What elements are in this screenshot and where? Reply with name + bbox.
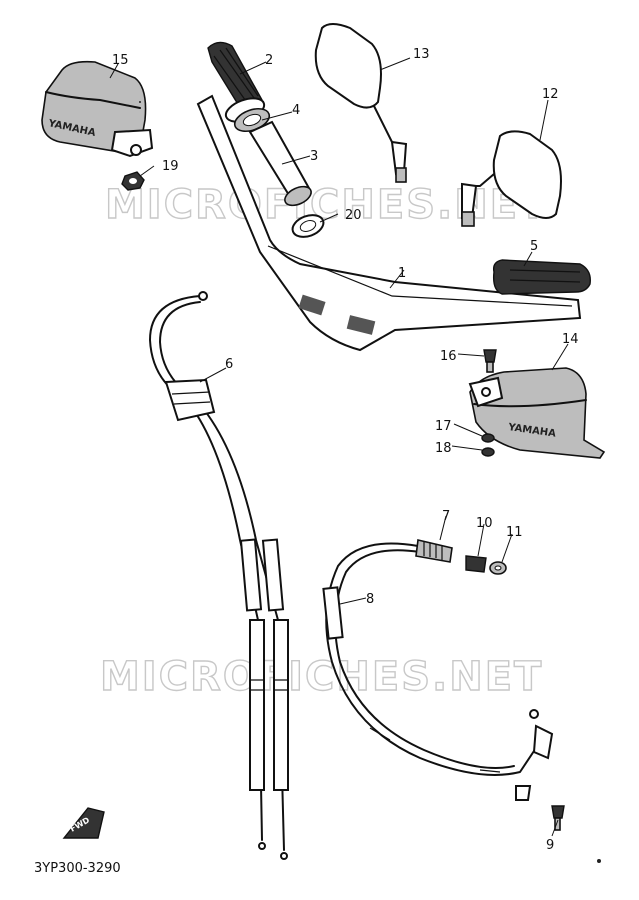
part-label-14: 14 — [562, 332, 579, 347]
watermark-bottom: MICROFICHES.NET — [100, 654, 543, 700]
part-label-5: 5 — [530, 239, 538, 254]
left-handguard: YAMAHA — [41, 60, 154, 158]
handlebar — [196, 94, 582, 352]
part-label-17: 17 — [435, 419, 452, 434]
left-mirror — [314, 23, 408, 183]
screw-9 — [551, 805, 565, 831]
right-mirror — [461, 130, 562, 227]
part-label-18: 18 — [435, 441, 452, 456]
cable-end-fitting — [515, 709, 554, 801]
part-label-8: 8 — [366, 592, 374, 607]
part-label-6: 6 — [225, 357, 233, 372]
part-label-10: 10 — [476, 516, 493, 531]
part-label-20: 20 — [345, 208, 362, 223]
part-label-12: 12 — [542, 87, 559, 102]
washer-17 — [481, 433, 495, 443]
part-label-19: 19 — [162, 159, 179, 174]
part-label-2: 2 — [265, 53, 273, 68]
bolt-16 — [483, 349, 497, 373]
part-labels: 1 2 3 4 5 6 7 8 9 10 11 12 13 14 15 16 1… — [112, 47, 579, 853]
left-grip — [492, 259, 591, 295]
front-direction-marker: FWD — [62, 807, 105, 839]
throttle-grip — [207, 41, 266, 123]
reference-code: 3YP300-3290 — [34, 861, 121, 876]
part-label-9: 9 — [546, 838, 554, 853]
part-label-16: 16 — [440, 349, 457, 364]
nut-18 — [481, 447, 495, 457]
right-handguard: YAMAHA — [468, 367, 606, 459]
washer-11 — [489, 561, 507, 575]
part-label-11: 11 — [506, 525, 523, 540]
part-label-15: 15 — [112, 53, 129, 68]
part-label-3: 3 — [310, 149, 318, 164]
locknut-10 — [465, 555, 487, 573]
watermark-top: MICROFICHES.NET — [105, 182, 548, 228]
part-label-1: 1 — [398, 266, 406, 281]
part-label-7: 7 — [442, 509, 450, 524]
part-label-4: 4 — [292, 103, 300, 118]
throttle-tube — [248, 120, 312, 207]
cable-adjuster-7 — [415, 539, 453, 563]
throttle-cables — [149, 291, 289, 860]
leader-lines — [109, 57, 569, 837]
part-label-13: 13 — [413, 47, 430, 62]
nut-19 — [121, 171, 145, 191]
clutch-cable — [322, 542, 541, 776]
